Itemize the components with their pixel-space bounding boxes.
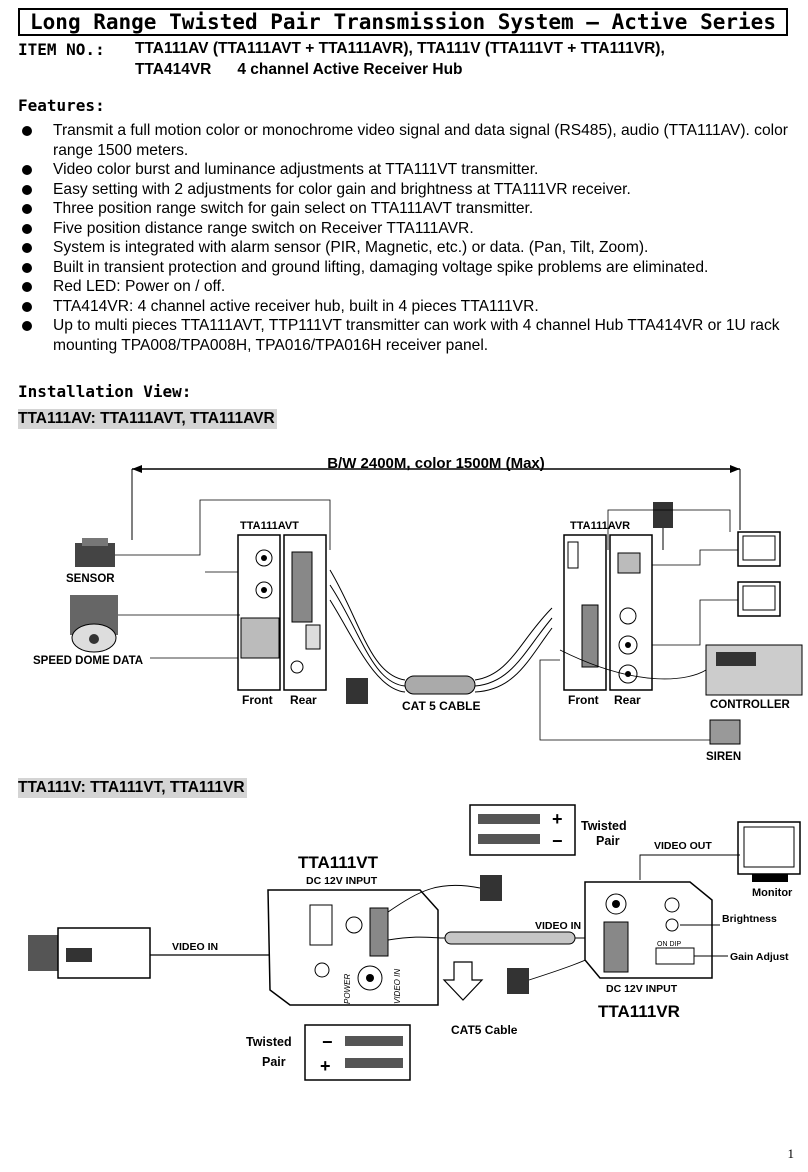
tx-video-in-vertical: VIDEO IN: [393, 969, 402, 1004]
bullet-icon: [22, 223, 32, 234]
svg-text:+: +: [552, 809, 563, 829]
tx-vt-name: TTA111VT: [298, 853, 379, 872]
diagram1-subheading: TTA111AV: TTA111AVT, TTA111AVR: [18, 409, 277, 429]
rx-rear-label: Rear: [614, 693, 641, 707]
transmitter-rear-panel: [283, 534, 327, 691]
tx-rear-label: Rear: [290, 693, 317, 707]
rx-front-label: Front: [568, 693, 599, 707]
hub-model: TTA414VR: [135, 61, 212, 78]
power-adapter-icon: [346, 678, 368, 704]
rx-on-dip: ON DIP: [657, 941, 681, 948]
monitor-icon: [737, 581, 781, 617]
sensor-label: SENSOR: [66, 573, 115, 585]
bullet-icon: [22, 184, 32, 195]
installation-heading: Installation View:: [18, 382, 192, 401]
bullet-icon: [22, 165, 32, 175]
feature-item: TTA414VR: 4 channel active receiver hub,…: [18, 297, 798, 317]
range-label: B/W 2400M, color 1500M (Max): [327, 455, 545, 472]
features-list: Transmit a full motion color or monochro…: [18, 121, 798, 355]
cat5-cable: [329, 569, 553, 695]
bullet-icon: [22, 204, 32, 214]
feature-item: System is integrated with alarm sensor (…: [18, 238, 798, 258]
monitor-label: Monitor: [752, 887, 793, 899]
feature-item: Easy setting with 2 adjustments for colo…: [18, 180, 798, 200]
feature-item: Up to multi pieces TTA111AVT, TTP111VT t…: [18, 316, 798, 355]
svg-text:+: +: [320, 1056, 331, 1076]
rx-gain-adjust-label: Gain Adjust: [730, 951, 789, 963]
transmitter-front-panel: [237, 534, 281, 691]
transmitter-vt-box: [267, 889, 439, 1006]
rx-video-in-label: VIDEO IN: [535, 920, 581, 932]
twisted-pair-bottom-icon: − +: [304, 1024, 411, 1081]
item-number-line: ITEM NO.: TTA111AV (TTA111AVT + TTA111AV…: [18, 40, 665, 60]
rx-name: TTA111AVR: [570, 520, 630, 532]
bullet-icon: [22, 126, 32, 136]
diagram2-subheading: TTA111V: TTA111VT, TTA111VR: [18, 778, 247, 798]
bullet-icon: [22, 301, 32, 312]
feature-item: Three position range switch for gain sel…: [18, 199, 798, 219]
controller-icon: [705, 644, 803, 696]
power-adapter-icon: [653, 502, 673, 550]
item-number-label: ITEM NO.:: [18, 40, 105, 59]
bullet-icon: [22, 282, 32, 292]
monitor-icon: [737, 531, 781, 567]
feature-item: Five position distance range switch on R…: [18, 219, 798, 239]
feature-item: Red LED: Power on / off.: [18, 277, 798, 297]
rx-vr-name: TTA111VR: [598, 1002, 680, 1021]
page-number: 1: [787, 1146, 795, 1161]
twisted-pair-top-label-2: Pair: [596, 834, 620, 848]
tx-video-in-label: VIDEO IN: [172, 941, 218, 953]
tx-vt-dc-input: DC 12V INPUT: [306, 875, 378, 887]
features-heading: Features:: [18, 96, 105, 115]
siren-label: SIREN: [706, 751, 741, 763]
video-out-label: VIDEO OUT: [654, 840, 712, 852]
feature-item: Transmit a full motion color or monochro…: [18, 121, 798, 160]
twisted-pair-top-icon: + −: [469, 804, 576, 856]
diagram-tta111av: B/W 2400M, color 1500M (Max) SENSOR SPEE…: [33, 455, 803, 763]
tx-power-label: POWER: [343, 974, 352, 1004]
bullet-icon: [22, 262, 32, 273]
svg-text:−: −: [322, 1032, 333, 1052]
hub-description: 4 channel Active Receiver Hub: [237, 61, 463, 78]
svg-text:−: −: [552, 831, 563, 851]
feature-item: Built in transient protection and ground…: [18, 258, 798, 278]
rx-dc-input: DC 12V INPUT: [606, 983, 678, 995]
monitor-icon: [737, 821, 801, 882]
cable-label: CAT 5 CABLE: [402, 699, 480, 713]
power-adapter-icon: [387, 875, 502, 913]
wiring: [115, 499, 738, 741]
receiver-rear-panel: [609, 534, 653, 691]
item-number-models: TTA111AV (TTA111AVT + TTA111AVR), TTA111…: [135, 40, 665, 57]
bullet-icon: [22, 243, 32, 253]
rx-brightness-label: Brightness: [722, 913, 777, 925]
siren-icon: [709, 719, 741, 745]
receiver-front-panel: [563, 534, 607, 691]
controller-label: CONTROLLER: [710, 699, 791, 711]
sensor-icon: [75, 538, 115, 567]
speed-dome-label: SPEED DOME DATA: [33, 655, 143, 667]
cat5-label: CAT5 Cable: [451, 1023, 518, 1037]
camera-icon: [28, 927, 151, 979]
document-title: Long Range Twisted Pair Transmission Sys…: [18, 8, 788, 36]
speed-dome-icon: [70, 595, 118, 653]
item-number-line-2: TTA414VR 4 channel Active Receiver Hub: [135, 61, 463, 79]
tx-front-label: Front: [242, 693, 273, 707]
diagram-tta111v: + − Twisted Pair Monitor VIDEO OUT TTA11…: [28, 804, 801, 1081]
down-arrow-icon: [442, 961, 484, 1001]
cat5-cable: [387, 931, 605, 945]
receiver-vr-box: [584, 881, 713, 979]
tx-name: TTA111AVT: [240, 520, 299, 532]
twisted-pair-bottom-label-2: Pair: [262, 1055, 286, 1069]
twisted-pair-top-label-1: Twisted: [581, 819, 627, 833]
bullet-icon: [22, 321, 32, 331]
twisted-pair-bottom-label-1: Twisted: [246, 1035, 292, 1049]
feature-item: Video color burst and luminance adjustme…: [18, 160, 798, 180]
